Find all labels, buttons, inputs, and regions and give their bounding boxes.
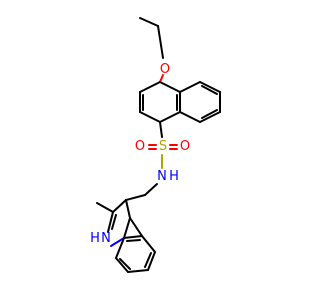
bond-ethyl-ch3 <box>139 17 159 27</box>
bond-ring <box>115 257 129 273</box>
bond-methyl <box>96 202 114 213</box>
atom-h-indole: H <box>90 231 100 246</box>
bond-ring-double <box>201 85 218 95</box>
molecule-canvas: O O S O N H H N <box>90 17 221 273</box>
atom-o-sulfonyl-right: O <box>180 139 190 154</box>
bond-ring-double <box>111 214 117 230</box>
structure-diagram: O O S O N H H N <box>90 17 221 273</box>
atom-h-amide: H <box>169 169 179 184</box>
atom-s: S <box>159 139 167 154</box>
bond-ring <box>179 111 201 123</box>
label-layer: O O S O N H H N <box>90 62 190 246</box>
bond-ring <box>159 111 181 123</box>
bond-ring <box>147 251 156 271</box>
bond-ring <box>127 269 149 273</box>
bond-ring-double <box>144 252 152 268</box>
bond-n-ch2 <box>144 183 158 196</box>
bond-ring <box>115 237 125 259</box>
bond-ring <box>125 199 131 219</box>
bond-ring <box>199 111 221 123</box>
bond-ring <box>141 235 156 253</box>
bond-ring <box>139 81 161 93</box>
atom-n-indole: N <box>101 231 111 246</box>
bond-ring <box>107 211 114 233</box>
bond-n-ring <box>110 237 125 247</box>
atom-o-sulfonyl-left: O <box>135 139 145 154</box>
bond-ring <box>129 217 143 237</box>
bond-ring <box>159 81 181 93</box>
bond-ring-double <box>119 258 131 270</box>
bond-ring <box>123 235 143 239</box>
bond-layer <box>96 17 221 273</box>
bond-ring <box>123 217 131 239</box>
bond-ch2-ch2 <box>125 194 146 201</box>
bond-ring <box>179 81 201 93</box>
bond-ring-double <box>126 239 141 242</box>
atom-o-ether: O <box>160 62 170 77</box>
bond-c-s <box>159 121 163 138</box>
bond-o-aryl <box>159 74 164 83</box>
bond-ring-double <box>201 109 218 119</box>
bond-ring <box>139 111 161 123</box>
bond-ring <box>112 199 127 213</box>
bond-ethyl-ch2 <box>157 25 164 59</box>
bond-ring <box>199 81 221 93</box>
atom-n-amide: N <box>157 169 167 184</box>
